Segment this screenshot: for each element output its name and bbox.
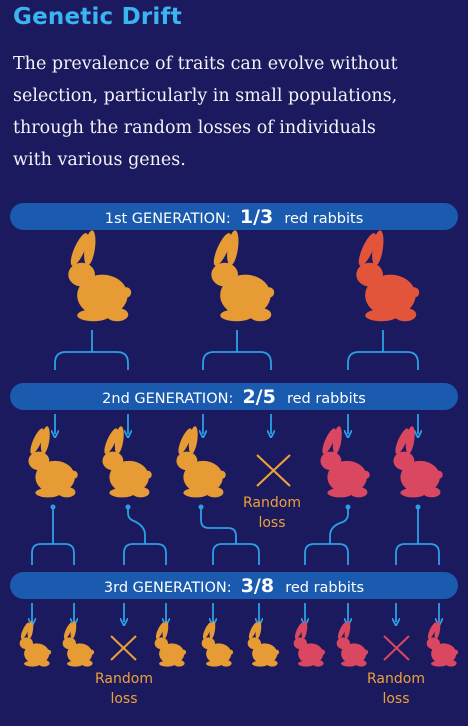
cross-icon xyxy=(256,454,291,487)
rabbit-icon-orange xyxy=(175,425,226,498)
generation-1-rabbits xyxy=(67,229,420,322)
rabbit-icon-pink xyxy=(426,620,459,667)
generation-2-suffix: red rabbits xyxy=(287,391,366,407)
generation-1-fraction: 1/3 xyxy=(240,206,273,228)
random-loss-marker: Random loss xyxy=(367,635,425,707)
generation-3-banner: 3rd GENERATION: 3/8 red rabbits xyxy=(10,572,458,599)
random-loss-label: loss xyxy=(110,691,137,707)
generation-3-suffix: red rabbits xyxy=(285,580,364,596)
arrows-gen3 xyxy=(32,603,439,622)
random-loss-label: Random xyxy=(95,671,153,687)
arrows-gen2 xyxy=(55,414,418,434)
rabbit-icon-orange xyxy=(62,620,95,667)
rabbit-icon-orange xyxy=(247,620,280,667)
generation-2-rabbits: Random loss xyxy=(27,425,443,531)
generation-3-rabbits: Random loss Random loss xyxy=(19,620,459,707)
generation-2-fraction: 2/5 xyxy=(242,386,275,408)
cross-icon xyxy=(383,635,410,661)
connectors-gen2-gen3 xyxy=(31,504,440,565)
random-loss-marker: Random loss xyxy=(95,635,153,707)
svg-text:3rd GENERATION: 3/8: 3rd GENERATION: 3/8 red rabbits xyxy=(104,575,364,597)
rabbit-icon-pink xyxy=(319,425,370,498)
rabbit-icon-pink xyxy=(392,425,443,498)
random-loss-label: Random xyxy=(243,495,301,511)
rabbit-icon-orange xyxy=(201,620,234,667)
generation-1-suffix: red rabbits xyxy=(284,211,363,227)
rabbit-icon-orange xyxy=(210,229,275,322)
generation-1-label: 1st GENERATION: xyxy=(105,211,231,227)
intro-line: through the random losses of individuals xyxy=(13,118,376,138)
connectors-gen1-gen2 xyxy=(54,330,419,370)
rabbit-icon-red xyxy=(355,229,420,322)
intro-line: selection, particularly in small populat… xyxy=(13,86,398,106)
random-loss-label: loss xyxy=(382,691,409,707)
svg-text:1st GENERATION: 1/3: 1st GENERATION: 1/3 red rabbits xyxy=(105,206,364,228)
random-loss-label: loss xyxy=(258,515,285,531)
intro-line: with various genes. xyxy=(13,150,186,170)
random-loss-marker: Random loss xyxy=(243,454,301,531)
page-title: Genetic Drift xyxy=(13,4,182,30)
random-loss-label: Random xyxy=(367,671,425,687)
rabbit-icon-pink xyxy=(293,620,326,667)
rabbit-icon-orange xyxy=(27,425,78,498)
intro-paragraph: The prevalence of traits can evolve with… xyxy=(13,48,458,176)
intro-line: The prevalence of traits can evolve with… xyxy=(13,54,398,74)
generation-1-banner: 1st GENERATION: 1/3 red rabbits xyxy=(10,203,458,230)
rabbit-icon-orange xyxy=(101,425,152,498)
generation-2-label: 2nd GENERATION: xyxy=(102,391,233,407)
rabbit-icon-orange xyxy=(67,229,132,322)
rabbit-icon-orange xyxy=(154,620,187,667)
rabbit-icon-pink xyxy=(336,620,369,667)
rabbit-icon-orange xyxy=(19,620,52,667)
generation-2-banner: 2nd GENERATION: 2/5 red rabbits xyxy=(10,383,458,410)
svg-text:2nd GENERATION: 2/5: 2nd GENERATION: 2/5 red rabbits xyxy=(102,386,366,408)
cross-icon xyxy=(110,635,137,661)
generation-3-label: 3rd GENERATION: xyxy=(104,580,232,596)
generation-3-fraction: 3/8 xyxy=(241,575,274,597)
